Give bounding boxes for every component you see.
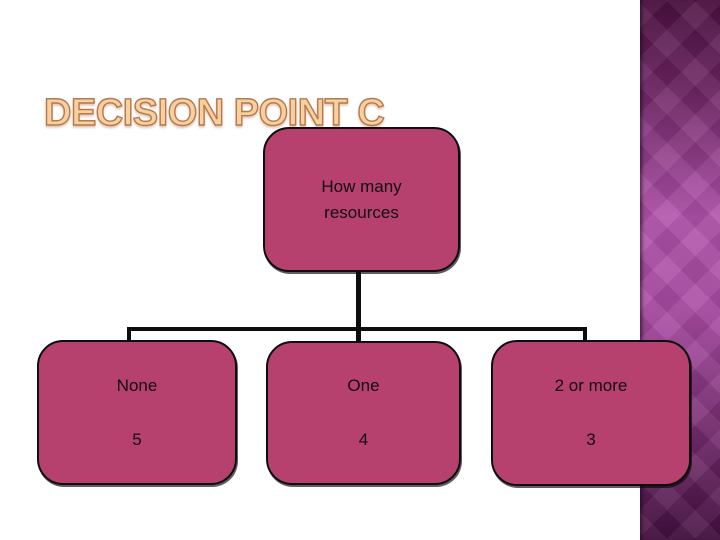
root-label-line1: How many <box>321 176 402 196</box>
node-value: 5 <box>132 429 142 449</box>
root-label-line2: resources <box>324 202 399 222</box>
node-label: 2 or more <box>554 376 628 395</box>
decision-node-one: One 4 <box>266 341 461 485</box>
node-label: One <box>347 376 380 395</box>
node-label: None <box>116 375 158 395</box>
node-value: 3 <box>586 430 596 449</box>
connector-root-vertical <box>356 266 361 344</box>
connector-right-drop <box>583 327 587 343</box>
decision-node-two-or-more: 2 or more 3 <box>491 340 691 486</box>
connector-horizontal <box>127 327 587 331</box>
connector-left-drop <box>127 327 131 343</box>
decision-node-root: How many resources <box>263 127 460 272</box>
node-value: 4 <box>358 430 369 449</box>
decision-node-none: None 5 <box>37 340 237 485</box>
